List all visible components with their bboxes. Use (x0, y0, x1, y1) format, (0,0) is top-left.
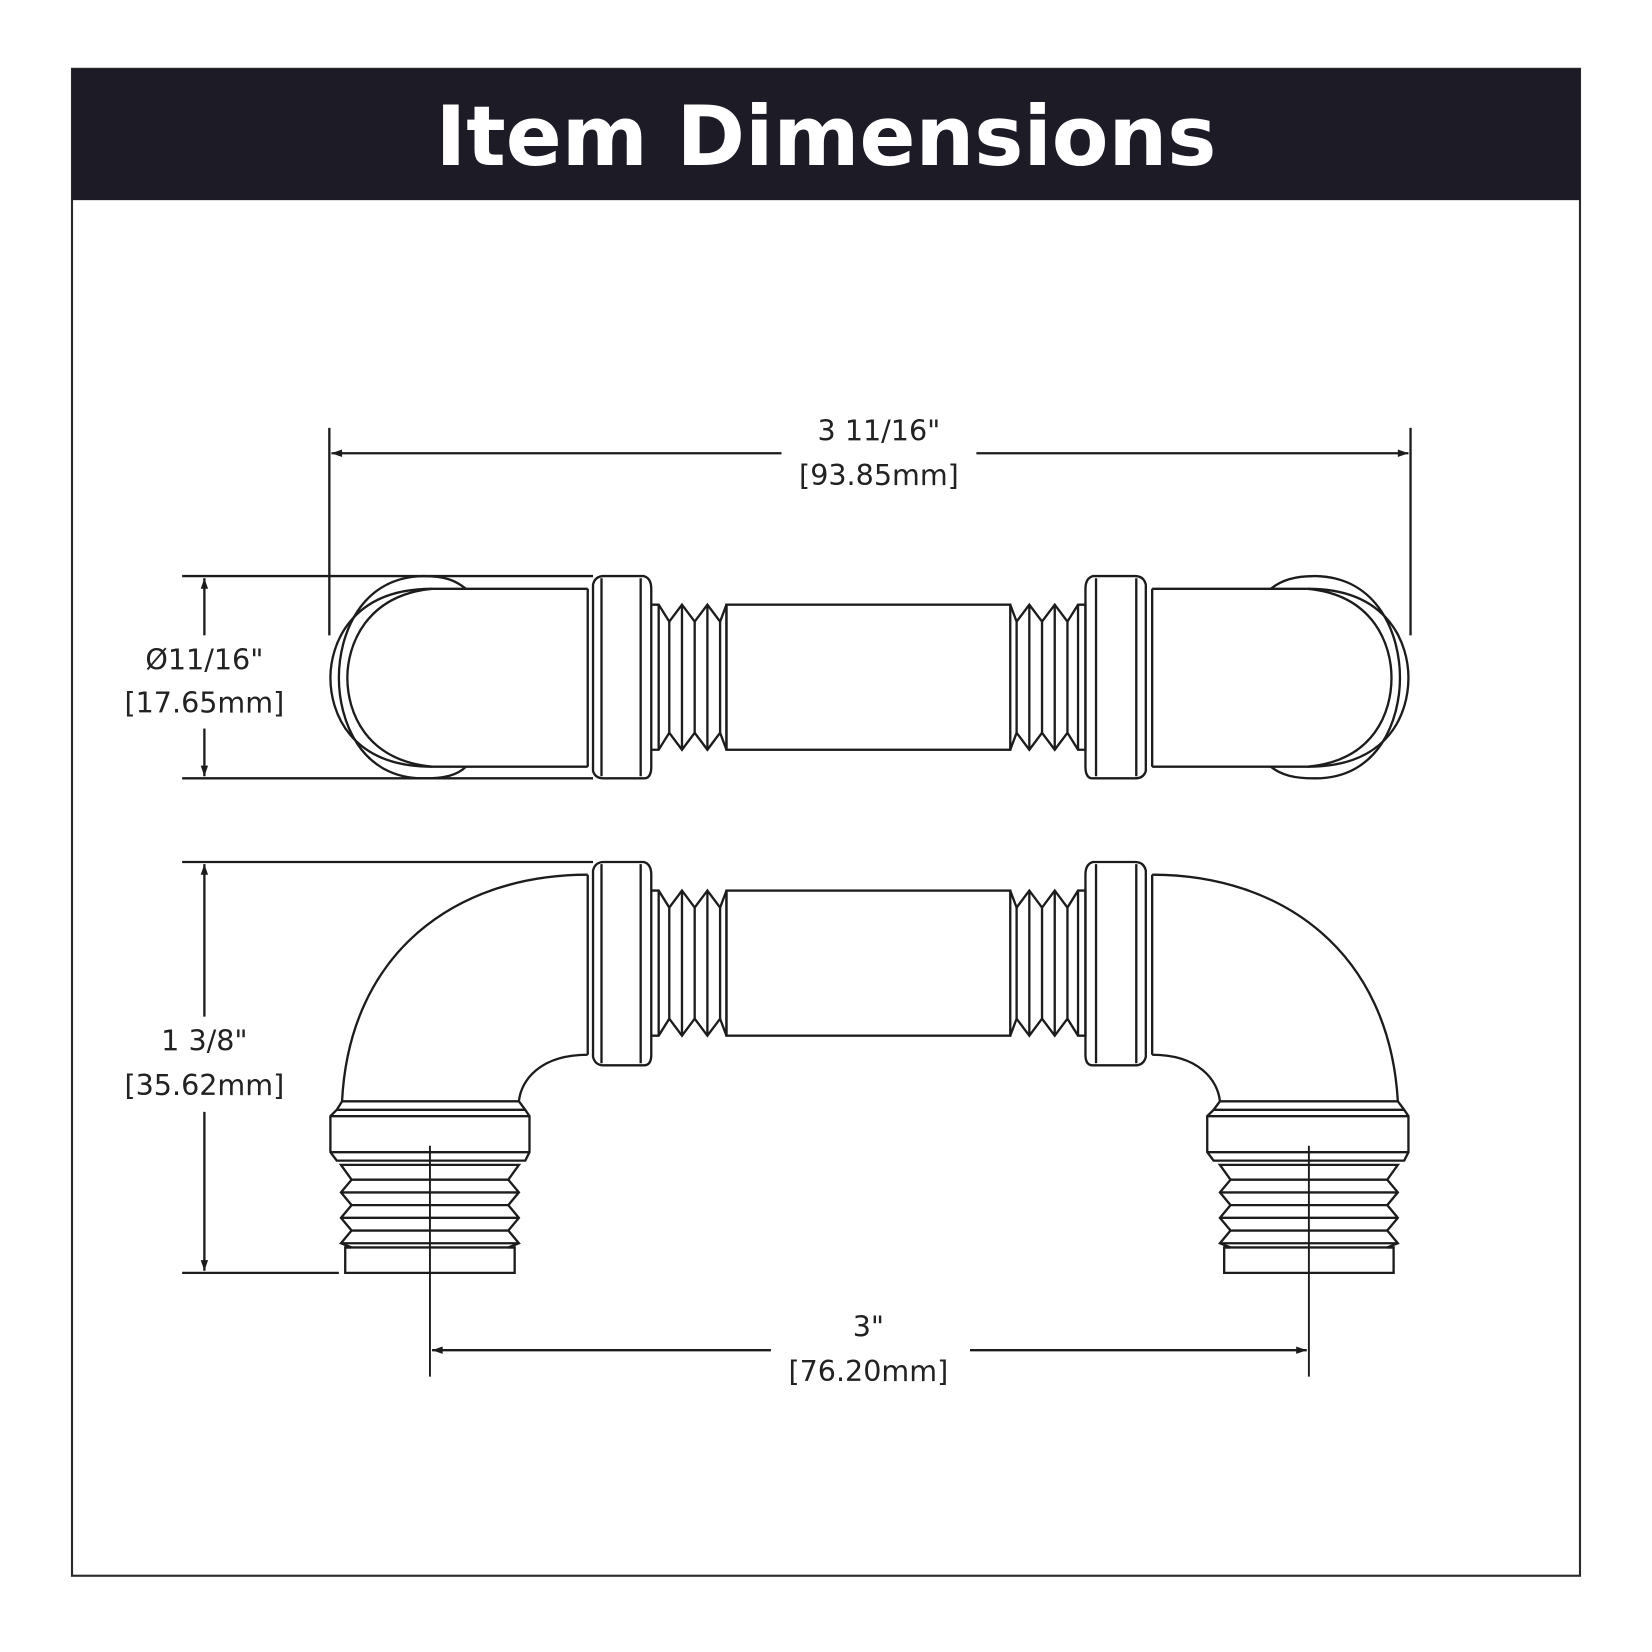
overall-length-imperial: 3 11/16" (818, 414, 941, 448)
projection-imperial: 1 3/8" (161, 1024, 247, 1058)
overall-length-metric: [93.85mm] (799, 458, 959, 492)
diameter-imperial: Ø11/16" (145, 642, 263, 676)
center-to-center-metric: [76.20mm] (788, 1354, 948, 1388)
outer-frame (70, 67, 1582, 1577)
page-title: Item Dimensions (436, 89, 1217, 185)
center-to-center-imperial: 3" (853, 1309, 884, 1343)
header-band (72, 68, 1580, 201)
diameter-metric: [17.65mm] (124, 686, 284, 720)
projection-metric: [35.62mm] (124, 1068, 284, 1102)
side-view (182, 860, 1410, 1377)
top-view (182, 427, 1412, 780)
dimension-labels: 3 11/16" [93.85mm] Ø11/16" [17.65mm] 1 3… (124, 414, 958, 1388)
